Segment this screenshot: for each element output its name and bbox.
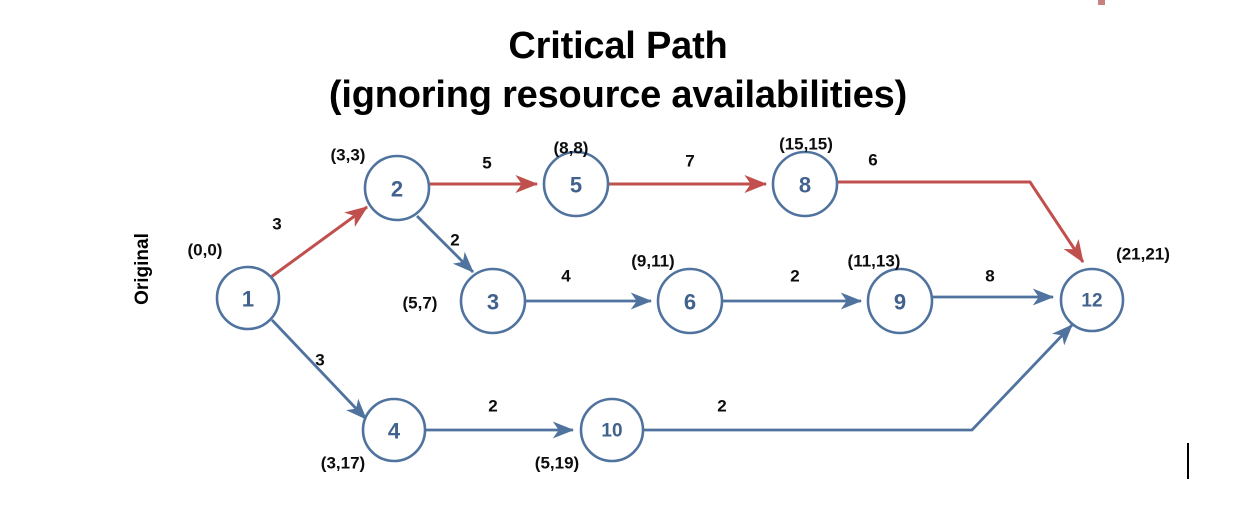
edge-weight-1-2: 3 [272, 215, 281, 234]
node-2[interactable]: 2 [363, 154, 431, 222]
node-9-label: 9 [894, 290, 906, 315]
title-line-1: Critical Path [508, 25, 728, 67]
node-1-circle[interactable] [215, 265, 281, 331]
text-caret [1187, 443, 1189, 479]
edge-8-12 [837, 180, 1085, 264]
node-5-time-pair: (8,8) [554, 139, 589, 158]
node-4-time-pair: (3,17) [321, 454, 365, 473]
node-5-label: 5 [570, 173, 582, 198]
node-1-label: 1 [242, 287, 254, 312]
node-12[interactable]: 12 [1059, 267, 1125, 333]
node-10-circle[interactable] [579, 397, 645, 463]
node-8[interactable]: 8 [771, 150, 839, 218]
edge-1-2 [270, 205, 368, 279]
node-1-time-pair: (0,0) [188, 241, 223, 260]
node-8-label: 8 [799, 173, 811, 198]
node-6-time-pair: (9,11) [631, 252, 674, 271]
node-4[interactable]: 4 [361, 397, 427, 463]
node-9-time-pair: (11,13) [848, 252, 901, 271]
edge-weights-layer: 3 3 5 2 4 2 7 2 6 8 2 [272, 151, 994, 416]
node-5[interactable]: 5 [542, 150, 610, 218]
title-line-2: (ignoring resource availabilities) [328, 73, 908, 116]
node-8-time-pair: (15,15) [779, 135, 833, 154]
edge-weight-2-3: 2 [450, 231, 459, 250]
edge-weight-6-9: 2 [790, 267, 799, 286]
edge-weight-2-5: 5 [482, 154, 491, 173]
node-2-label: 2 [391, 177, 403, 202]
node-6-circle[interactable] [656, 267, 724, 335]
nodes-layer: 1 2 3 4 5 6 8 [215, 150, 1125, 463]
edge-weight-8-12: 6 [868, 151, 877, 170]
node-3-time-pair: (5,7) [403, 294, 438, 313]
node-12-label: 12 [1081, 291, 1102, 312]
node-3-circle[interactable] [459, 267, 527, 335]
edge-1-4 [270, 319, 368, 420]
edge-2-3 [416, 215, 474, 273]
node-6[interactable]: 6 [656, 267, 724, 335]
edge-weight-1-4: 3 [315, 351, 324, 370]
node-10-label: 10 [601, 421, 622, 442]
page-title: Critical Path (ignoring resource availab… [0, 22, 1236, 119]
edge-weight-3-6: 4 [561, 267, 571, 286]
node-8-circle[interactable] [771, 150, 839, 218]
edges-layer [270, 174, 1085, 439]
node-3-label: 3 [487, 290, 499, 315]
node-5-circle[interactable] [542, 150, 610, 218]
node-9-circle[interactable] [866, 267, 934, 335]
node-4-circle[interactable] [361, 397, 427, 463]
node-2-circle[interactable] [363, 154, 431, 222]
edge-weight-5-8: 7 [685, 152, 694, 171]
edge-weight-4-10: 2 [488, 397, 497, 416]
node-3[interactable]: 3 [459, 267, 527, 335]
node-time-pairs-layer: (0,0) (3,3) (5,7) (3,17) (8,8) (9,11) (1… [188, 135, 1170, 473]
node-12-time-pair: (21,21) [1116, 245, 1170, 264]
node-1[interactable]: 1 [215, 265, 281, 331]
edge-weight-10-12: 2 [717, 397, 726, 416]
node-10[interactable]: 10 [579, 397, 645, 463]
node-2-time-pair: (3,3) [331, 146, 366, 165]
node-10-time-pair: (5,19) [535, 454, 579, 473]
node-6-label: 6 [684, 290, 696, 315]
node-4-label: 4 [388, 419, 401, 444]
red-marker-icon [1098, 0, 1105, 5]
node-9[interactable]: 9 [866, 267, 934, 335]
edge-10-12 [643, 324, 1074, 432]
edge-weight-9-12: 8 [985, 267, 994, 286]
node-12-circle[interactable] [1059, 267, 1125, 333]
